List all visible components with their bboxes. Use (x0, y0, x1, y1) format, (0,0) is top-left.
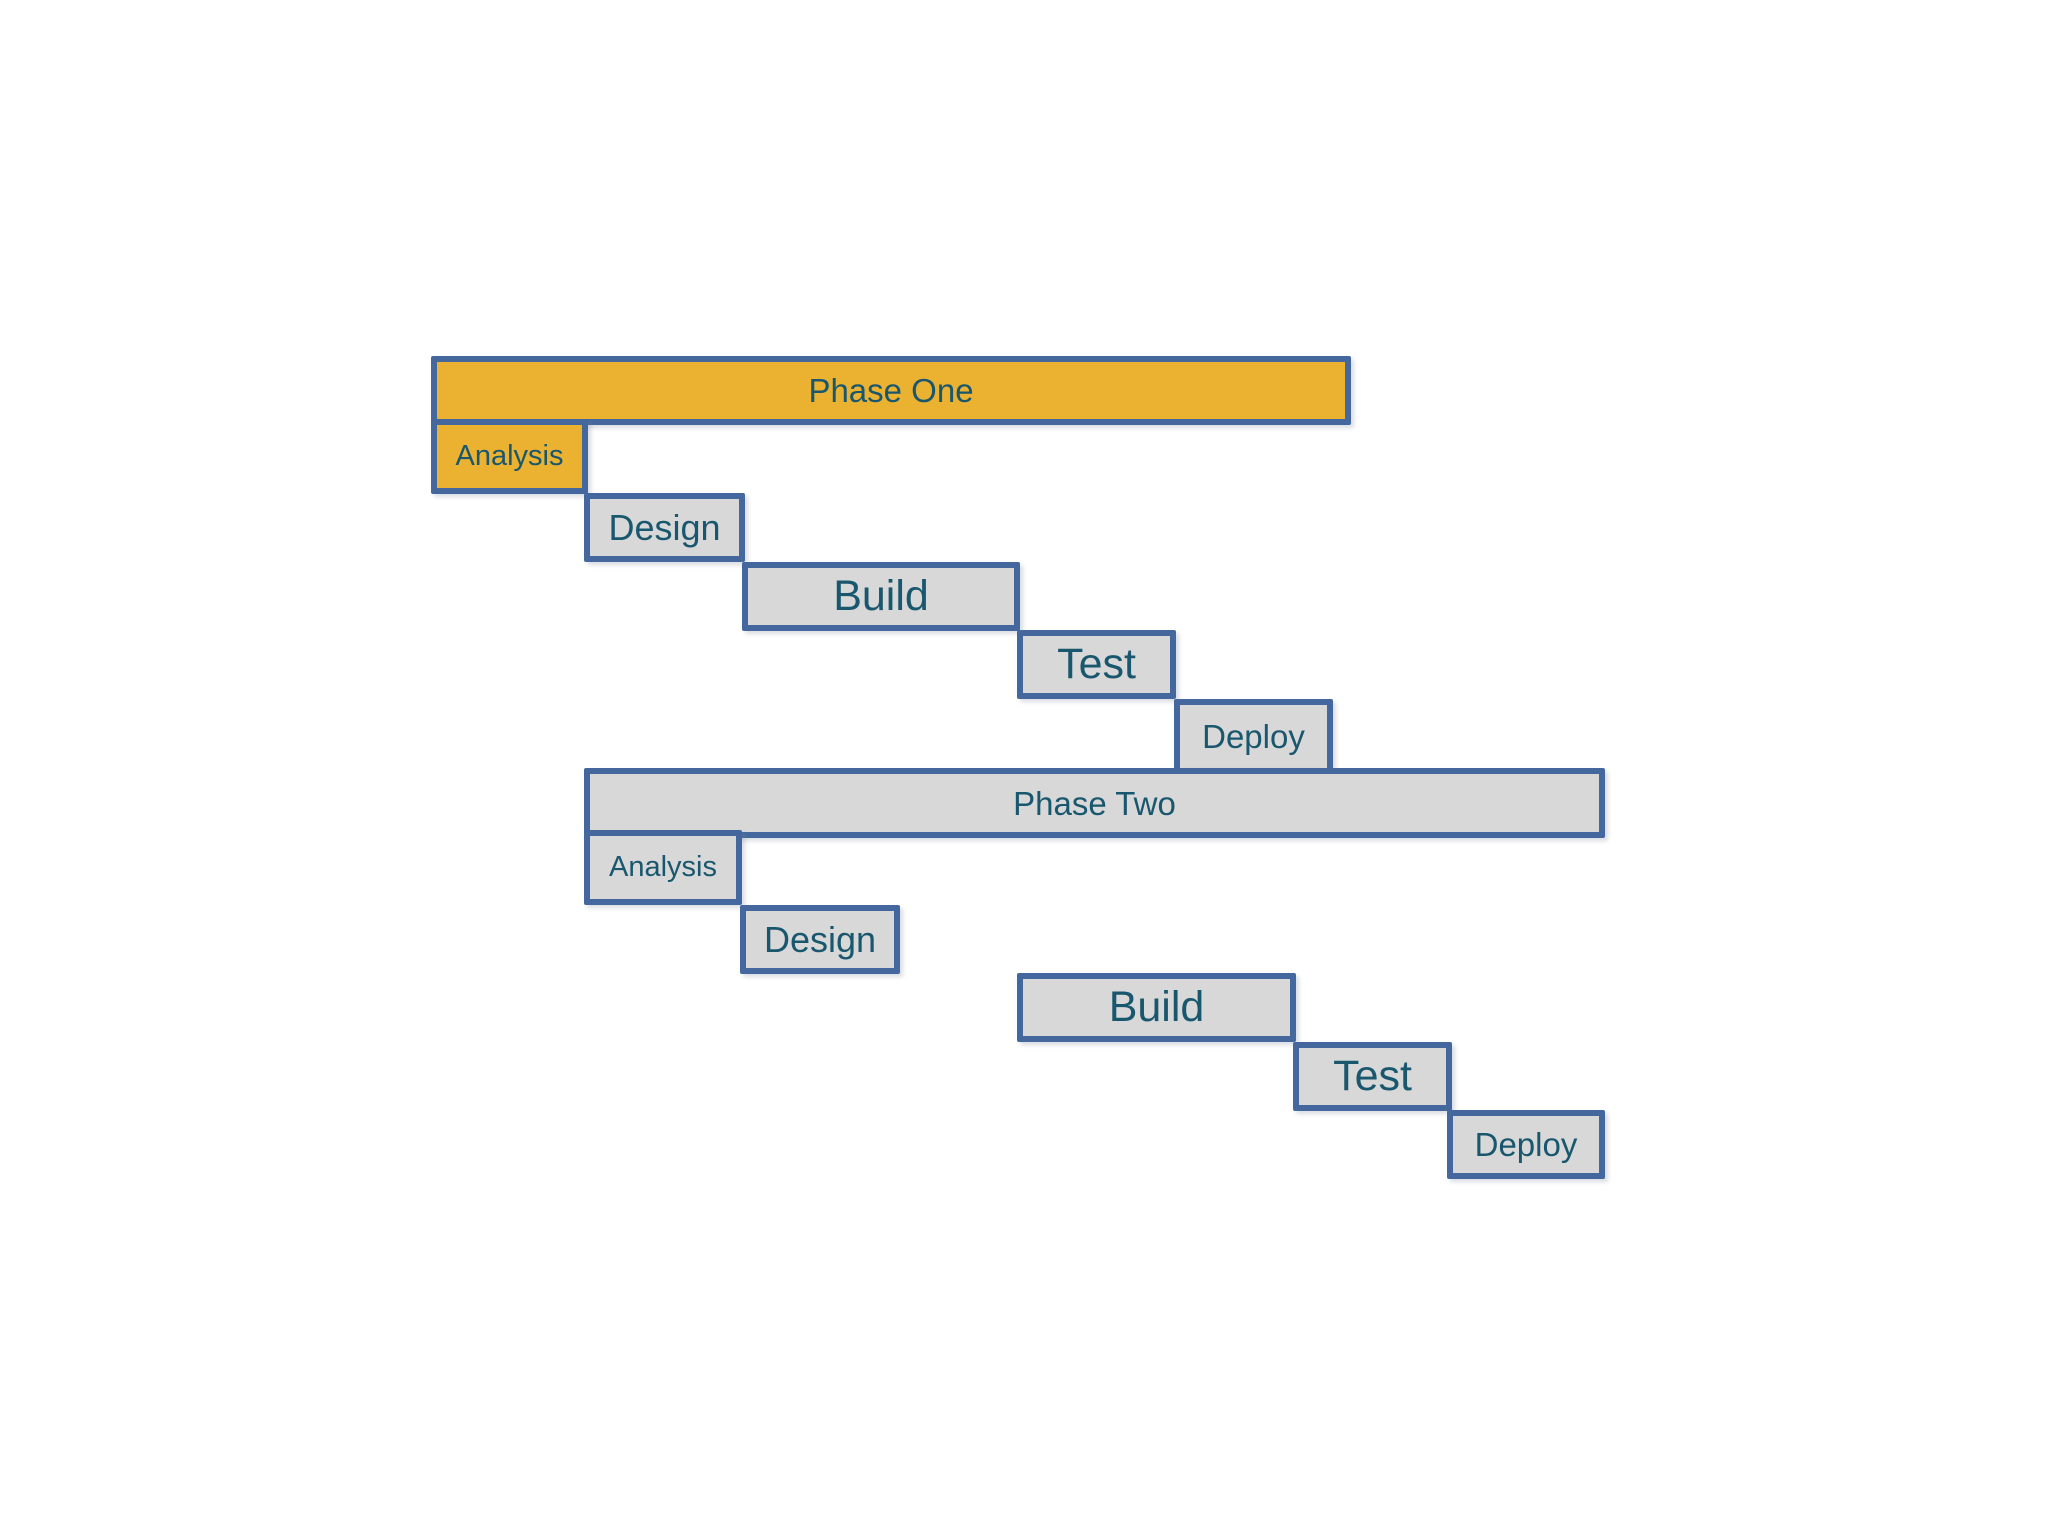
bar-phase-two-design: Design (740, 905, 900, 974)
bar-phase-two-build: Build (1017, 973, 1296, 1042)
bar-phase-one-test: Test (1017, 630, 1176, 699)
bar-phase-two-analysis: Analysis (584, 830, 742, 905)
bar-phase-one-build: Build (742, 562, 1020, 631)
bar-phase-two: Phase Two (584, 768, 1605, 838)
bar-phase-one-deploy: Deploy (1174, 699, 1333, 774)
bar-phase-one-analysis: Analysis (431, 419, 588, 494)
bar-phase-one: Phase One (431, 356, 1351, 425)
bar-phase-two-test: Test (1293, 1042, 1452, 1111)
bar-phase-one-design: Design (584, 493, 745, 562)
bar-phase-two-deploy: Deploy (1447, 1110, 1605, 1179)
